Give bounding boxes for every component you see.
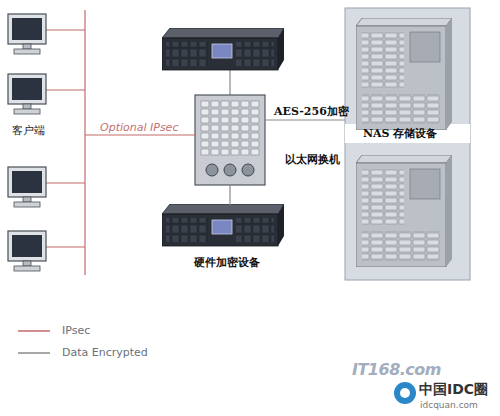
legend-line: [18, 352, 50, 354]
switch-ports: [200, 100, 260, 156]
switch-fan: [242, 164, 254, 176]
nas-panel: [345, 8, 470, 280]
legend-sample: [18, 349, 54, 357]
watermark: idcquan.com: [420, 400, 478, 410]
legend-text: Data Encrypted: [62, 346, 148, 359]
client-computer: [8, 167, 46, 207]
nas-server: [356, 18, 452, 130]
connector: [229, 185, 230, 205]
nas-server: [356, 155, 452, 267]
switch-fan: [206, 164, 218, 176]
node-label: NAS 存储设备: [363, 126, 437, 141]
legend-text: IPsec: [62, 324, 90, 337]
client-branch: [46, 182, 85, 183]
client-branch: [46, 246, 85, 247]
node-label: 硬件加密设备: [194, 255, 260, 270]
device-node: 硬件加密设备: [162, 205, 284, 247]
client-computer: [8, 14, 46, 54]
switch-body: [195, 95, 265, 185]
connector-label: AES-256加密: [274, 104, 349, 119]
node-label: 以太网换机: [285, 152, 340, 167]
client-computer: [8, 231, 46, 271]
device-node: 客户端: [0, 5, 85, 275]
watermark: IT168.com: [352, 360, 441, 379]
encryption-device: [162, 28, 284, 70]
encryption-device: [162, 204, 284, 246]
watermark: 中国IDC圈: [419, 381, 488, 399]
device-node: 以太网换机: [195, 95, 265, 185]
device-link: [229, 70, 230, 95]
device-node: NAS 存储设备: [345, 8, 470, 280]
switch-fan: [224, 164, 236, 176]
connector: [85, 134, 195, 135]
node-label: 客户端: [12, 123, 45, 138]
client-branch: [46, 89, 85, 90]
logo-mark: [394, 382, 416, 404]
legend-sample: [18, 327, 54, 335]
connector: [265, 119, 345, 120]
client-computer: [8, 74, 46, 114]
logo-mark: [400, 388, 410, 398]
client-branch: [46, 29, 85, 30]
legend-line: [18, 330, 50, 332]
client-bus: [84, 10, 85, 275]
connector-label: Optional IPsec: [100, 121, 178, 134]
